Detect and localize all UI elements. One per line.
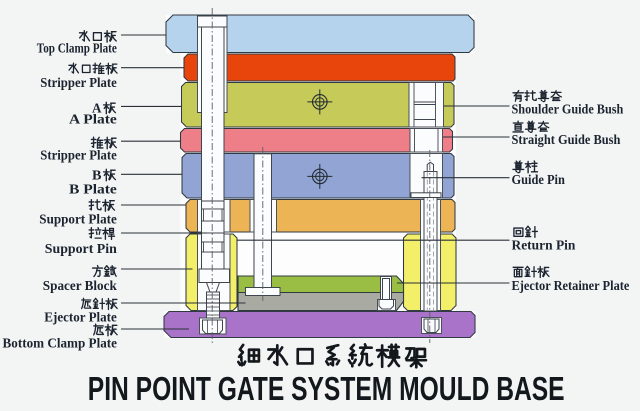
svg-text:Stripper Plate: Stripper Plate — [40, 75, 117, 90]
svg-text:Spacer Block: Spacer Block — [43, 278, 118, 293]
svg-text:Bottom Clamp Plate: Bottom Clamp Plate — [3, 336, 118, 351]
svg-text:Return Pin: Return Pin — [512, 238, 577, 253]
svg-text:Ejector Plate: Ejector Plate — [44, 310, 117, 325]
svg-text:Support Plate: Support Plate — [39, 212, 117, 227]
svg-text:Shoulder Guide Bush: Shoulder Guide Bush — [512, 101, 624, 116]
svg-text:B: B — [92, 168, 102, 183]
svg-text:A Plate: A Plate — [69, 111, 117, 126]
svg-text:PIN POINT GATE SYSTEM MOULD BA: PIN POINT GATE SYSTEM MOULD BASE — [88, 370, 565, 407]
svg-text:A: A — [92, 101, 102, 116]
svg-text:Guide Pin: Guide Pin — [512, 172, 566, 187]
svg-text:Stripper Plate: Stripper Plate — [40, 148, 117, 163]
svg-text:Support Pin: Support Pin — [45, 241, 118, 256]
svg-text:Straight Guide Bush: Straight Guide Bush — [512, 132, 622, 147]
svg-text:Top Clamp Plate: Top Clamp Plate — [37, 41, 117, 56]
svg-text:B Plate: B Plate — [69, 181, 117, 196]
svg-text:Ejector Retainer Plate: Ejector Retainer Plate — [512, 278, 630, 293]
